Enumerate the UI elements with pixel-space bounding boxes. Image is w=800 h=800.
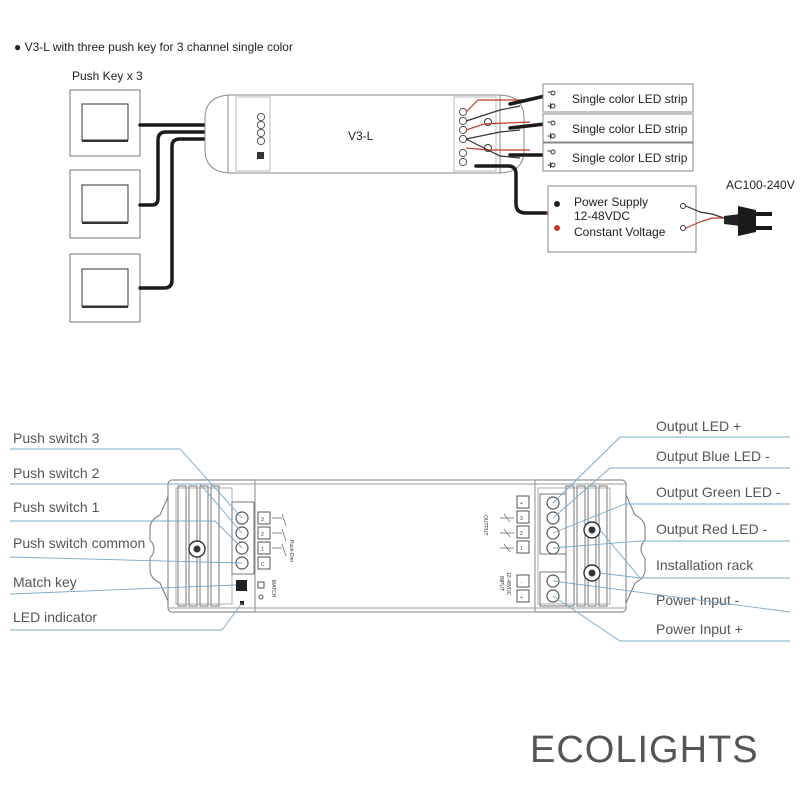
- left-callouts: Push switch 3 Push switch 2 Push switch …: [9, 430, 243, 631]
- push-key-3: [69, 253, 141, 323]
- callout-output-red: Output Red LED -: [656, 521, 768, 537]
- svg-text:-: -: [547, 114, 551, 128]
- callout-output-blue: Output Blue LED -: [656, 448, 770, 464]
- callout-installation-rack: Installation rack: [656, 557, 754, 573]
- led-strip-2: - + Single color LED strip: [542, 113, 694, 143]
- controller-top: [204, 94, 525, 174]
- svg-text:INPUT: INPUT: [498, 576, 504, 591]
- push-key-label: Push Key x 3: [72, 69, 143, 83]
- callout-push-switch-1: Push switch 1: [13, 499, 100, 515]
- svg-text:Constant Voltage: Constant Voltage: [574, 225, 666, 239]
- callout-push-switch-3: Push switch 3: [13, 430, 100, 446]
- svg-text:Push-Dim: Push-Dim: [288, 540, 294, 562]
- push-key-cable-2: [138, 130, 234, 207]
- svg-text:OUTPUT: OUTPUT: [482, 515, 488, 536]
- controller-detail: 3 2 1 C Push-Dim MATCH + 3 2 1 OUTPUT -: [149, 479, 646, 613]
- svg-text:-: -: [547, 143, 551, 157]
- svg-text:2: 2: [520, 531, 523, 537]
- right-callouts: Output LED + Output Blue LED - Output Gr…: [552, 418, 791, 642]
- ecolights-logo: ECOLIGHTS: [530, 729, 759, 771]
- led-cable-1: [508, 94, 547, 106]
- callout-match-key: Match key: [13, 574, 77, 590]
- push-key-cable-3: [138, 137, 234, 290]
- svg-text:3: 3: [261, 517, 264, 523]
- ac-plug: [685, 205, 772, 236]
- svg-text:+: +: [520, 595, 523, 601]
- svg-text:MATCH: MATCH: [270, 580, 276, 598]
- ac-label: AC100-240V: [726, 178, 795, 192]
- callout-led-indicator: LED indicator: [13, 609, 97, 625]
- led-strip-label: Single color LED strip: [572, 92, 688, 106]
- svg-text:-: -: [521, 580, 523, 586]
- logo-text: ECOLIGHTS: [530, 729, 759, 771]
- svg-text:3: 3: [520, 516, 523, 522]
- svg-text:12-48VDC: 12-48VDC: [574, 209, 630, 223]
- push-key-1: [69, 89, 141, 157]
- power-supply: Power Supply 12-48VDC Constant Voltage: [547, 185, 697, 253]
- callout-push-switch-common: Push switch common: [13, 535, 145, 551]
- callout-push-switch-2: Push switch 2: [13, 465, 100, 481]
- svg-text:+: +: [520, 501, 523, 507]
- svg-text:2: 2: [261, 532, 264, 538]
- svg-text:Power Supply: Power Supply: [574, 195, 648, 209]
- diagram-heading: ● V3-L with three push key for 3 channel…: [14, 40, 293, 54]
- callout-output-led-plus: Output LED +: [656, 418, 741, 434]
- svg-text:12-48VDC: 12-48VDC: [505, 572, 511, 596]
- controller-label: V3-L: [348, 129, 374, 143]
- callout-power-input-plus: Power Input +: [656, 621, 743, 637]
- led-strip-3: - + Single color LED strip: [542, 142, 694, 172]
- callout-output-green: Output Green LED -: [656, 484, 781, 500]
- led-strip-label: Single color LED strip: [572, 151, 688, 165]
- svg-text:C: C: [261, 562, 265, 568]
- power-cable: [474, 164, 548, 215]
- push-key-2: [69, 169, 141, 239]
- svg-text:1: 1: [261, 547, 264, 553]
- svg-text:-: -: [547, 84, 551, 98]
- svg-text:1: 1: [520, 546, 523, 552]
- led-strip-label: Single color LED strip: [572, 122, 688, 136]
- led-strip-1: - + Single color LED strip: [542, 83, 694, 113]
- led-cable-2: [508, 122, 547, 130]
